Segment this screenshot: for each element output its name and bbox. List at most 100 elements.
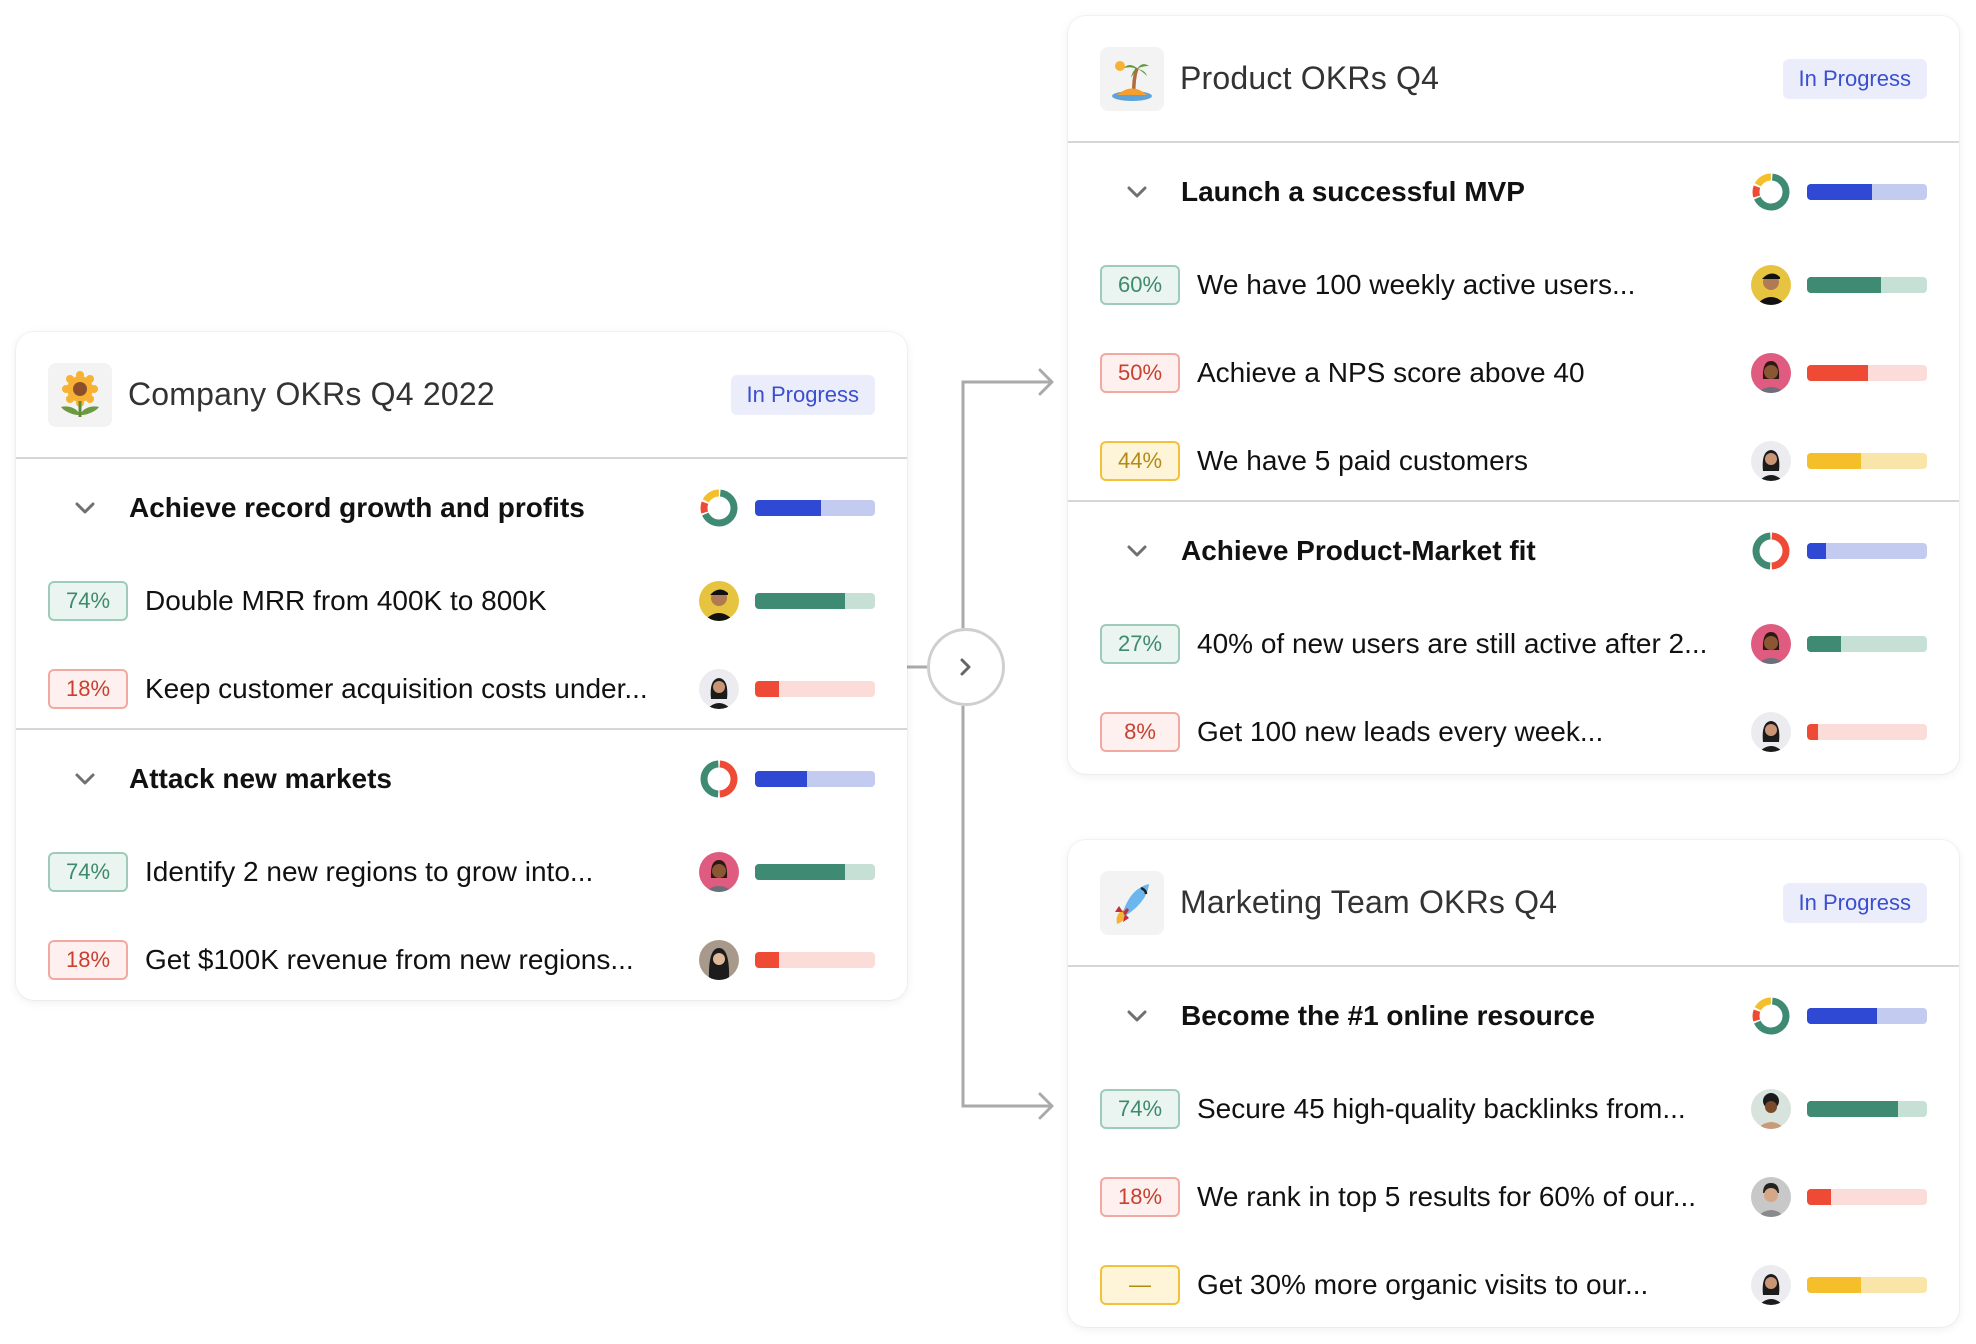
key-result-progress-bar xyxy=(1807,1189,1927,1205)
key-result-row[interactable]: 50% Achieve a NPS score above 40 xyxy=(1068,329,1959,417)
progress-badge: — xyxy=(1100,1265,1180,1305)
key-result-title: Identify 2 new regions to grow into... xyxy=(145,856,594,887)
objective-progress-bar xyxy=(755,771,875,787)
progress-badge: 18% xyxy=(48,669,128,709)
status-distribution-donut-icon xyxy=(700,489,738,527)
key-result-title: We have 5 paid customers xyxy=(1197,445,1528,476)
key-result-title: Get 100 new leads every week... xyxy=(1197,716,1604,747)
progress-badge: 27% xyxy=(1100,624,1180,664)
key-result-row[interactable]: 27% 40% of new users are still active af… xyxy=(1068,600,1959,688)
okr-card-company: Company OKRs Q4 2022 In Progress Achieve… xyxy=(16,332,907,1000)
card-header: Company OKRs Q4 2022 In Progress xyxy=(16,332,907,459)
card-title: Company OKRs Q4 2022 xyxy=(128,376,495,412)
status-badge[interactable]: In Progress xyxy=(1782,882,1927,923)
status-distribution-donut-icon xyxy=(1752,173,1790,211)
key-result-progress-bar xyxy=(1807,636,1927,652)
key-result-row[interactable]: 74% Double MRR from 400K to 800K xyxy=(16,557,907,645)
chevron-right-icon xyxy=(960,658,971,676)
progress-badge: 74% xyxy=(48,581,128,621)
objective-title: Achieve Product-Market fit xyxy=(1181,535,1536,566)
avatar xyxy=(1751,1089,1791,1129)
key-result-progress-bar xyxy=(755,952,875,968)
objective-title: Achieve record growth and profits xyxy=(129,492,585,523)
key-result-row[interactable]: 18% Keep customer acquisition costs unde… xyxy=(16,645,907,733)
avatar xyxy=(699,669,739,709)
objective-section: Attack new markets 74% Identify 2 new re… xyxy=(16,730,907,1000)
status-distribution-donut-icon xyxy=(700,760,738,798)
key-result-row[interactable]: 44% We have 5 paid customers xyxy=(1068,417,1959,505)
card-title: Marketing Team OKRs Q4 xyxy=(1180,884,1558,920)
progress-badge: 60% xyxy=(1100,265,1180,305)
rocket-icon xyxy=(1100,870,1164,935)
avatar xyxy=(1751,1177,1791,1217)
key-result-row[interactable]: 18% We rank in top 5 results for 60% of … xyxy=(1068,1153,1959,1241)
key-result-title: Achieve a NPS score above 40 xyxy=(1197,357,1585,388)
progress-badge: 44% xyxy=(1100,441,1180,481)
card-header: Product OKRs Q4 In Progress xyxy=(1068,16,1959,143)
expand-next-button[interactable] xyxy=(927,628,1005,706)
objective-progress-bar xyxy=(1807,543,1927,559)
avatar xyxy=(699,852,739,892)
progress-badge: 18% xyxy=(1100,1177,1180,1217)
avatar xyxy=(1751,353,1791,393)
avatar xyxy=(699,940,739,980)
sunflower-icon xyxy=(48,362,112,427)
key-result-row[interactable]: 18% Get $100K revenue from new regions..… xyxy=(16,916,907,1004)
chevron-down-icon[interactable] xyxy=(1124,538,1150,564)
key-result-progress-bar xyxy=(755,593,875,609)
objective-row[interactable]: Achieve Product-Market fit xyxy=(1068,502,1959,600)
chevron-down-icon[interactable] xyxy=(72,766,98,792)
key-result-row[interactable]: — Get 30% more organic visits to our... xyxy=(1068,1241,1959,1329)
key-result-row[interactable]: 74% Identify 2 new regions to grow into.… xyxy=(16,828,907,916)
chevron-down-icon[interactable] xyxy=(1124,179,1150,205)
card-header: Marketing Team OKRs Q4 In Progress xyxy=(1068,840,1959,967)
progress-badge: 74% xyxy=(1100,1089,1180,1129)
key-result-title: Double MRR from 400K to 800K xyxy=(145,585,547,616)
progress-badge: 74% xyxy=(48,852,128,892)
avatar xyxy=(1751,624,1791,664)
key-result-title: Keep customer acquisition costs under... xyxy=(145,673,648,704)
key-result-progress-bar xyxy=(1807,724,1927,740)
objective-progress-bar xyxy=(1807,1008,1927,1024)
objective-row[interactable]: Attack new markets xyxy=(16,730,907,828)
objective-section: Become the #1 online resource 74% Secure… xyxy=(1068,967,1959,1327)
objective-section: Launch a successful MVP 60% We have 100 … xyxy=(1068,143,1959,502)
key-result-title: We have 100 weekly active users... xyxy=(1197,269,1636,300)
objective-row[interactable]: Launch a successful MVP xyxy=(1068,143,1959,241)
chevron-down-icon[interactable] xyxy=(1124,1003,1150,1029)
status-distribution-donut-icon xyxy=(1752,997,1790,1035)
progress-badge: 50% xyxy=(1100,353,1180,393)
avatar xyxy=(1751,1265,1791,1305)
chevron-down-icon[interactable] xyxy=(72,495,98,521)
objective-title: Become the #1 online resource xyxy=(1181,1000,1595,1031)
key-result-progress-bar xyxy=(755,681,875,697)
key-result-progress-bar xyxy=(1807,453,1927,469)
key-result-progress-bar xyxy=(755,864,875,880)
objective-title: Attack new markets xyxy=(129,763,393,794)
key-result-row[interactable]: 60% We have 100 weekly active users... xyxy=(1068,241,1959,329)
objective-row[interactable]: Achieve record growth and profits xyxy=(16,459,907,557)
objective-row[interactable]: Become the #1 online resource xyxy=(1068,967,1959,1065)
avatar xyxy=(699,581,739,621)
key-result-row[interactable]: 74% Secure 45 high-quality backlinks fro… xyxy=(1068,1065,1959,1153)
avatar xyxy=(1751,712,1791,752)
key-result-progress-bar xyxy=(1807,1101,1927,1117)
key-result-row[interactable]: 8% Get 100 new leads every week... xyxy=(1068,688,1959,776)
key-result-title: Get $100K revenue from new regions... xyxy=(145,944,634,975)
objective-section: Achieve Product-Market fit 27% 40% of ne… xyxy=(1068,502,1959,774)
status-badge[interactable]: In Progress xyxy=(730,374,875,415)
desert-island-icon xyxy=(1100,46,1164,111)
objective-progress-bar xyxy=(755,500,875,516)
avatar xyxy=(1751,265,1791,305)
progress-badge: 8% xyxy=(1100,712,1180,752)
key-result-progress-bar xyxy=(1807,277,1927,293)
key-result-title: We rank in top 5 results for 60% of our.… xyxy=(1197,1181,1697,1212)
avatar xyxy=(1751,441,1791,481)
key-result-progress-bar xyxy=(1807,1277,1927,1293)
progress-badge: 18% xyxy=(48,940,128,980)
objective-section: Achieve record growth and profits 74% Do… xyxy=(16,459,907,730)
objective-progress-bar xyxy=(1807,184,1927,200)
status-badge[interactable]: In Progress xyxy=(1782,58,1927,99)
card-title: Product OKRs Q4 xyxy=(1180,60,1440,96)
key-result-title: Get 30% more organic visits to our... xyxy=(1197,1269,1649,1300)
